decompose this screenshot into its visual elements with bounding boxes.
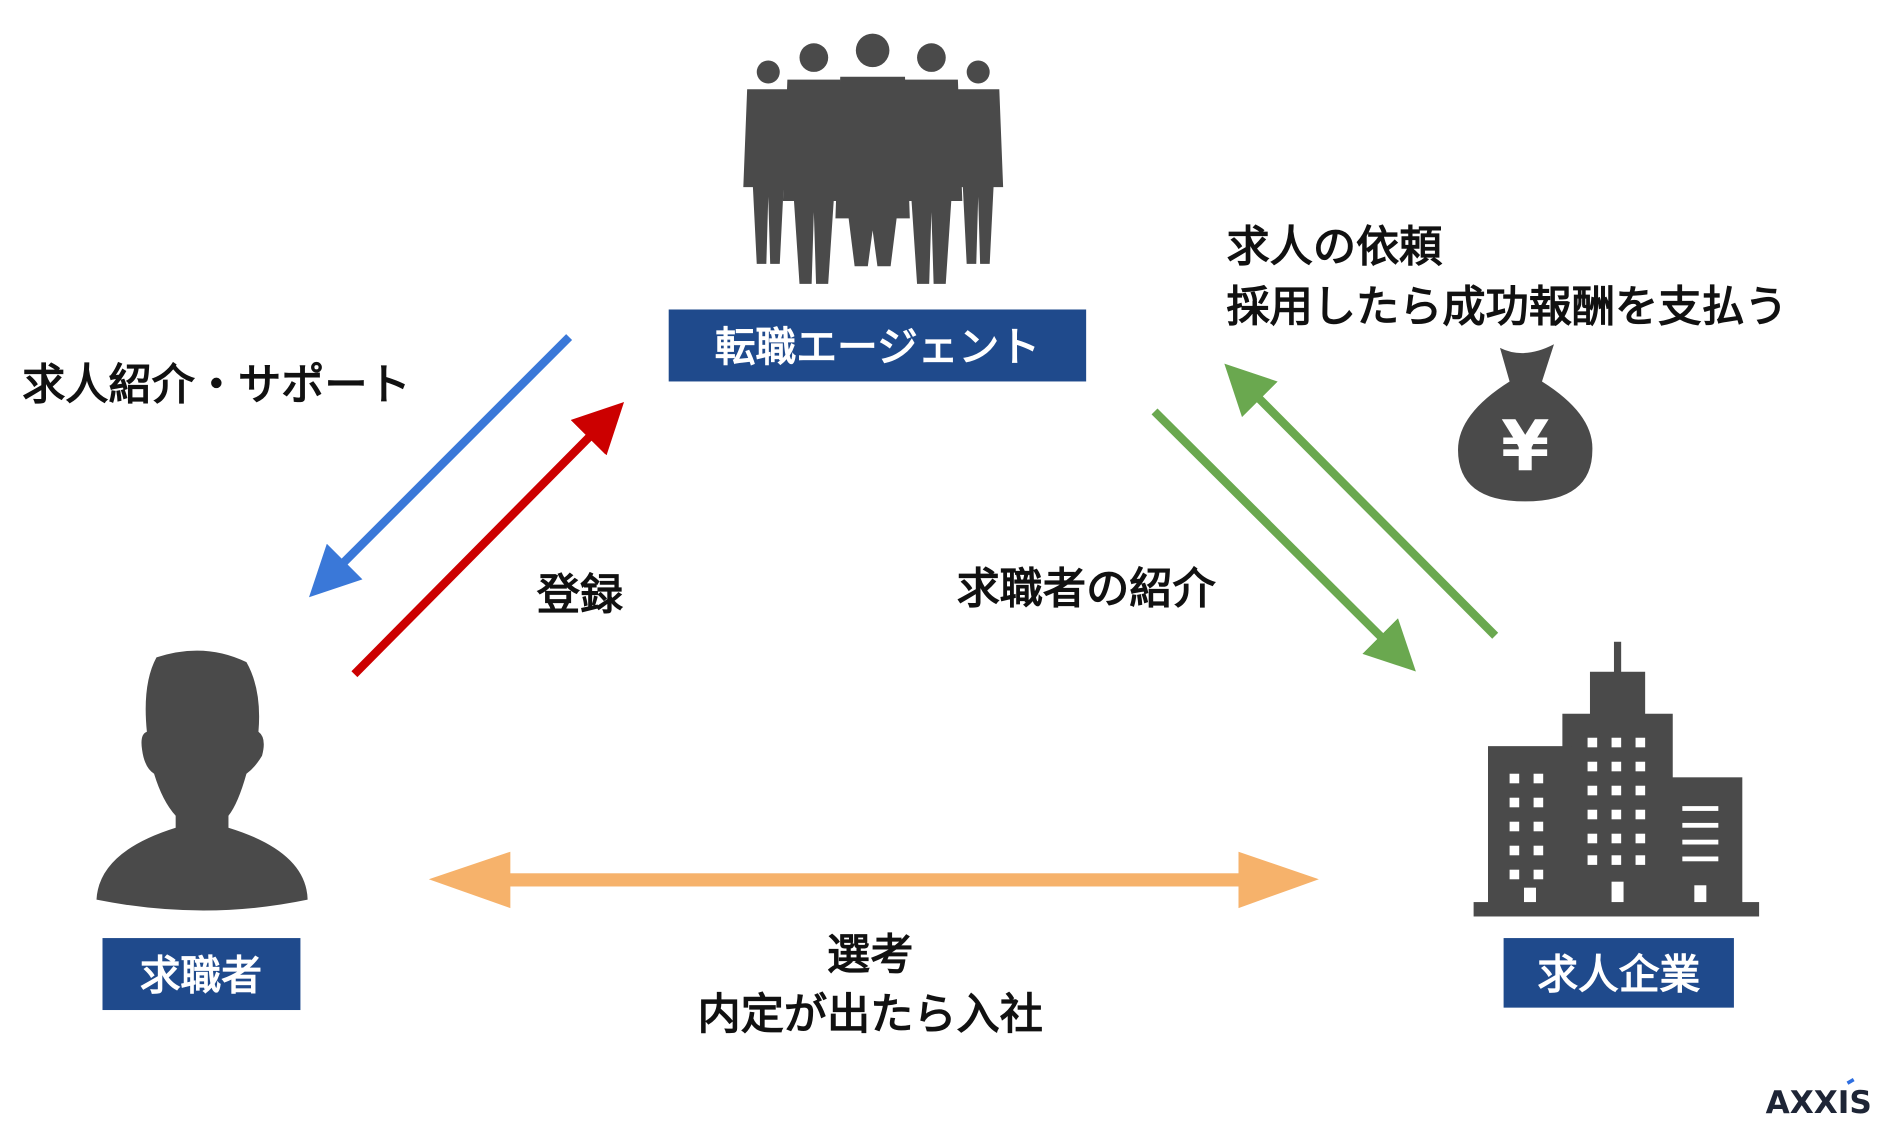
money-bag-icon: ¥ bbox=[1458, 344, 1593, 502]
register-arrow bbox=[351, 401, 625, 678]
company-label: 求人企業 bbox=[1537, 950, 1700, 998]
company-building-icon bbox=[1473, 641, 1760, 917]
company-label-box bbox=[1503, 938, 1734, 1008]
agents-group-icon bbox=[743, 33, 1004, 284]
agent-label: 転職エージェント bbox=[715, 323, 1040, 371]
seeker-label-box bbox=[102, 938, 301, 1011]
axxis-logo: AXXIS bbox=[1766, 1077, 1872, 1121]
selection-label-line1: 選考 bbox=[827, 930, 913, 980]
yen-symbol: ¥ bbox=[1501, 406, 1549, 487]
logo-text: AXXIS bbox=[1766, 1085, 1872, 1121]
selection-double-arrow bbox=[428, 851, 1319, 909]
introduce-seeker-label: 求職者の紹介 bbox=[957, 564, 1217, 614]
agent-label-box bbox=[668, 309, 1087, 382]
introduce-seeker-arrow bbox=[1151, 408, 1416, 672]
support-label: 求人紹介・サポート bbox=[22, 360, 411, 410]
register-label: 登録 bbox=[536, 570, 624, 620]
support-arrow bbox=[309, 334, 573, 598]
request-label-line2: 採用したら成功報酬を支払う bbox=[1226, 282, 1787, 332]
job-seeker-icon bbox=[96, 650, 308, 911]
job-request-arrow bbox=[1224, 363, 1499, 639]
request-label-line1: 求人の依頼 bbox=[1226, 223, 1443, 273]
selection-label-line2: 内定が出たら入社 bbox=[698, 990, 1043, 1040]
seeker-label: 求職者 bbox=[140, 952, 262, 1000]
